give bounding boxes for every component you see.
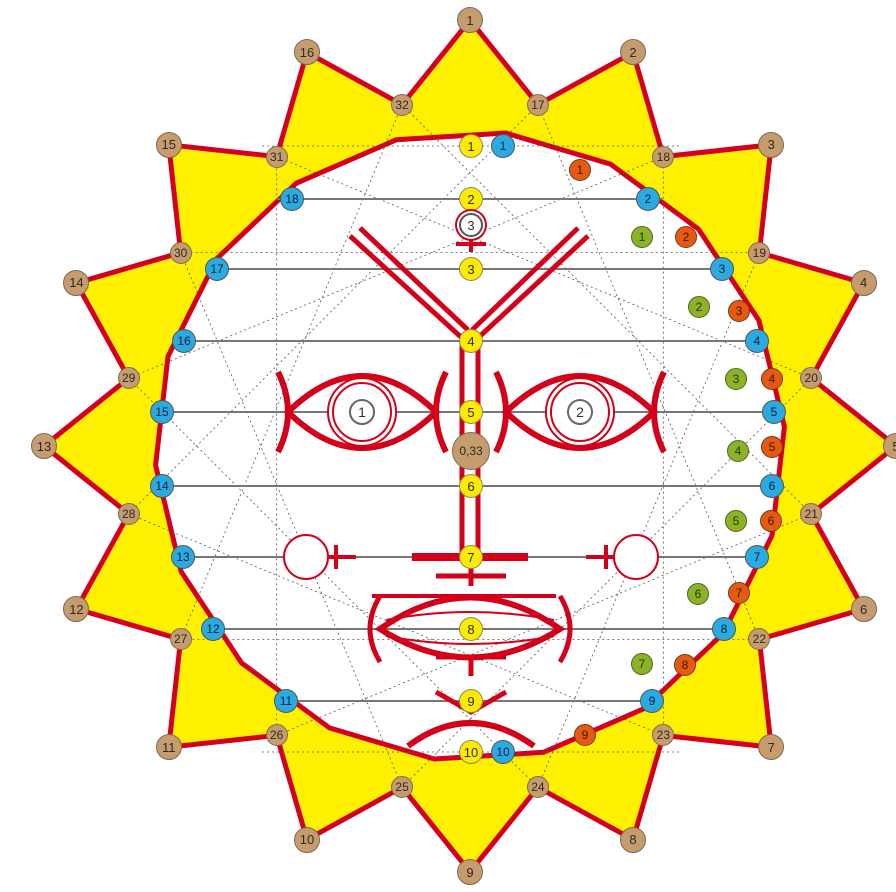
left-eye-ring-outer [328, 378, 396, 446]
left-ear-circle [284, 535, 328, 579]
star-layer [44, 20, 896, 872]
right-ear-circle [614, 535, 658, 579]
right-eye-ring-outer [546, 378, 614, 446]
